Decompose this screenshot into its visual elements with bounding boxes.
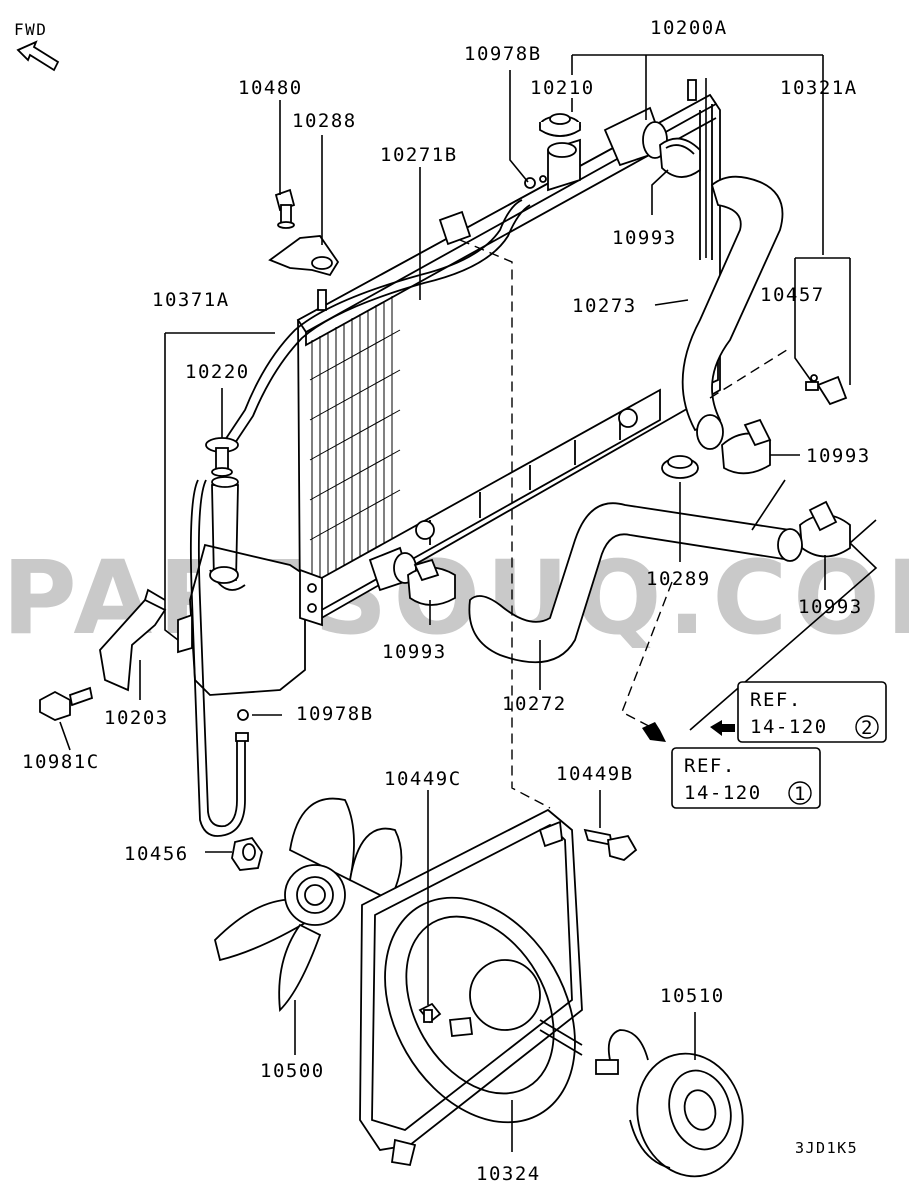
label-10993-top[interactable]: 10993 — [612, 227, 677, 249]
radiator-cap — [539, 113, 581, 137]
label-10288[interactable]: 10288 — [292, 110, 357, 132]
cooling-fan — [214, 797, 403, 1012]
label-10220[interactable]: 10220 — [185, 361, 250, 383]
label-10978B-top[interactable]: 10978B — [464, 43, 542, 65]
label-10993-right[interactable]: 10993 — [798, 596, 863, 618]
label-10449C[interactable]: 10449C — [384, 768, 462, 790]
label-10321A[interactable]: 10321A — [780, 77, 858, 99]
label-10272[interactable]: 10272 — [502, 693, 567, 715]
ref-box-1-num: 1 — [794, 783, 807, 805]
fan-shroud — [359, 808, 583, 1167]
ref-box-2-num: 2 — [861, 717, 874, 739]
label-10456[interactable]: 10456 — [124, 843, 189, 865]
hose-clamp-mid-right — [721, 418, 772, 475]
ref-box-1[interactable]: REF. 14-120 1 — [671, 747, 821, 809]
label-10510[interactable]: 10510 — [660, 985, 725, 1007]
fwd-label: FWD — [14, 20, 47, 39]
hose-clamp-top — [659, 137, 701, 178]
ref-box-2[interactable]: REF. 14-120 2 — [737, 681, 887, 743]
label-10978B-bottom[interactable]: 10978B — [296, 703, 374, 725]
label-10981C[interactable]: 10981C — [22, 751, 100, 773]
label-10210[interactable]: 10210 — [530, 77, 595, 99]
drain-plug-10457 — [805, 374, 848, 406]
bolt-10449C — [418, 1002, 442, 1024]
label-10203[interactable]: 10203 — [104, 707, 169, 729]
fan-motor — [595, 1029, 744, 1178]
clip-10978B-bottom — [237, 709, 249, 721]
ref-box-1-line2: 14-120 — [684, 782, 762, 804]
label-10371A[interactable]: 10371A — [152, 289, 230, 311]
callout-lines — [59, 54, 878, 1152]
reservoir-drain-hose — [189, 479, 249, 837]
hose-clamp-lower-left — [407, 558, 456, 606]
bracket-10288 — [268, 235, 340, 277]
reservoir-cap — [205, 437, 239, 477]
overflow-hose — [224, 199, 531, 447]
bolt-10480 — [274, 188, 296, 229]
upper-hose — [681, 175, 784, 450]
ref-box-1-line1: REF. — [684, 755, 736, 777]
bolt-10449B — [583, 828, 638, 861]
ref-box-2-line1: REF. — [750, 689, 802, 711]
label-10289[interactable]: 10289 — [646, 568, 711, 590]
label-10273[interactable]: 10273 — [572, 295, 637, 317]
reservoir-tank — [177, 476, 323, 696]
hose-clamp-right — [799, 500, 851, 558]
fwd-arrow-icon: FWD — [14, 20, 60, 72]
label-10993-lower-left[interactable]: 10993 — [382, 641, 447, 663]
label-10457[interactable]: 10457 — [760, 284, 825, 306]
ref-arrow-icons — [642, 720, 735, 742]
bracket-10203 — [99, 588, 167, 692]
label-10993-mid-right[interactable]: 10993 — [806, 445, 871, 467]
label-10449B[interactable]: 10449B — [556, 763, 634, 785]
dashed-guides — [459, 239, 791, 809]
nut-10456 — [231, 836, 263, 871]
label-10271B[interactable]: 10271B — [380, 144, 458, 166]
ref-box-2-line2: 14-120 — [750, 716, 828, 738]
bolt-10981C — [39, 686, 94, 721]
grommet-10289 — [661, 455, 699, 479]
radiator-core — [296, 79, 721, 622]
diagram-code: 3JD1K5 — [795, 1139, 858, 1157]
label-10324[interactable]: 10324 — [476, 1163, 541, 1185]
label-10500[interactable]: 10500 — [260, 1060, 325, 1082]
lower-hose — [468, 502, 803, 664]
label-10480[interactable]: 10480 — [238, 77, 303, 99]
label-10200A[interactable]: 10200A — [650, 17, 728, 39]
part-labels: 10200A 10978B 10210 10321A 10480 10288 1… — [22, 17, 871, 1185]
